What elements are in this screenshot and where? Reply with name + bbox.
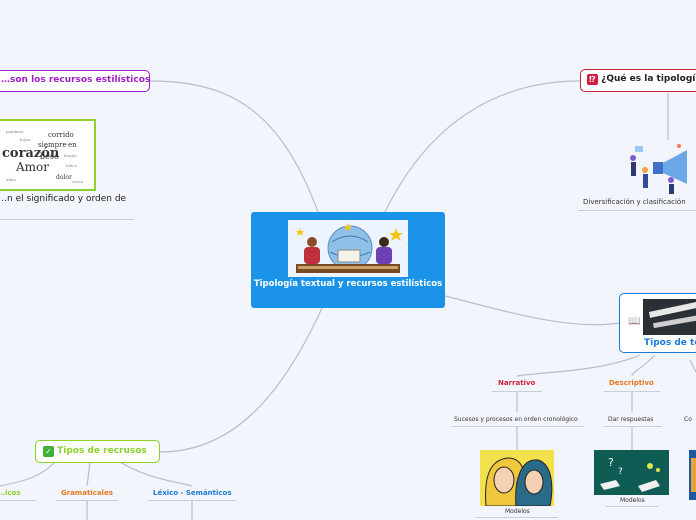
divider xyxy=(452,426,584,427)
book-icon: 📖 xyxy=(628,316,641,327)
svg-text:hojas: hojas xyxy=(20,137,31,142)
narrativo-description: Sucesos y procesos en orden cronológico xyxy=(454,416,578,423)
svg-text:?: ? xyxy=(618,467,623,477)
svg-text:verso: verso xyxy=(71,179,84,184)
node-narrativo[interactable]: Narrativo xyxy=(498,379,536,387)
narrativo-image xyxy=(480,450,554,506)
descriptivo-description: Dar respuestas xyxy=(608,416,654,423)
node-caption: Diversificación y clasificación xyxy=(583,198,686,206)
third-image xyxy=(689,450,696,500)
divider xyxy=(476,517,558,518)
cloud-word: corrido xyxy=(48,131,74,139)
svg-text:bonito: bonito xyxy=(64,153,77,158)
cloud-word: siempre xyxy=(38,141,67,149)
central-illustration xyxy=(288,220,408,277)
node-title: Tipos de te xyxy=(644,338,696,348)
megaphone-illustration xyxy=(621,140,696,195)
divider xyxy=(604,426,662,427)
divider xyxy=(606,506,658,507)
central-topic[interactable]: Tipología textual y recursos estilístico… xyxy=(251,212,445,308)
descriptivo-model-label: Modelos xyxy=(620,497,645,504)
third-description: Co xyxy=(684,416,692,423)
node-image xyxy=(643,299,696,335)
node-tipos-de-texto[interactable]: 📖 Tipos de te xyxy=(619,293,696,353)
node-foneticos[interactable]: …icos xyxy=(0,489,21,497)
divider xyxy=(0,500,36,501)
node-gramaticales[interactable]: Gramaticales xyxy=(61,489,113,497)
svg-text:niños: niños xyxy=(66,163,77,168)
cloud-word: en xyxy=(68,141,77,149)
cloud-word: corazón xyxy=(2,146,60,161)
node-descriptivo[interactable]: Descriptivo xyxy=(609,379,654,387)
descriptivo-image: ? ? xyxy=(594,450,669,495)
node-caption: …n el significado y orden de xyxy=(0,194,127,204)
cloud-word: dolor xyxy=(56,174,72,181)
divider xyxy=(56,500,118,501)
node-recursos-estilisticos[interactable]: …son los recursos estilísticos? xyxy=(0,70,150,92)
svg-text:?: ? xyxy=(608,456,614,469)
divider xyxy=(578,210,696,211)
word-cloud-image: corazón beso Amor corrido siempre en dol… xyxy=(0,119,96,191)
checkmark-icon: ✓ xyxy=(43,446,54,457)
node-title: …son los recursos estilísticos? xyxy=(1,75,150,85)
node-lexico-semanticos[interactable]: Léxico - Semánticos xyxy=(153,489,232,497)
cloud-word: beso xyxy=(40,152,59,161)
central-title: Tipología textual y recursos estilístico… xyxy=(253,279,443,289)
divider xyxy=(492,391,542,392)
node-tipos-de-recursos[interactable]: ✓ Tipos de recrusos xyxy=(35,440,160,463)
divider xyxy=(148,500,236,501)
narrativo-model-label: Modelos xyxy=(505,508,530,515)
interrobang-icon: ⁉ xyxy=(587,74,598,85)
divider xyxy=(604,391,660,392)
node-title: ¿Qué es la tipologí xyxy=(601,74,696,84)
svg-text:alma: alma xyxy=(6,177,16,182)
node-que-es-tipologia[interactable]: ⁉ ¿Qué es la tipologí xyxy=(580,69,696,92)
cloud-word: Amor xyxy=(15,160,49,174)
divider xyxy=(0,219,134,220)
svg-text:palabras: palabras xyxy=(6,129,24,134)
node-title: Tipos de recrusos xyxy=(57,446,147,456)
